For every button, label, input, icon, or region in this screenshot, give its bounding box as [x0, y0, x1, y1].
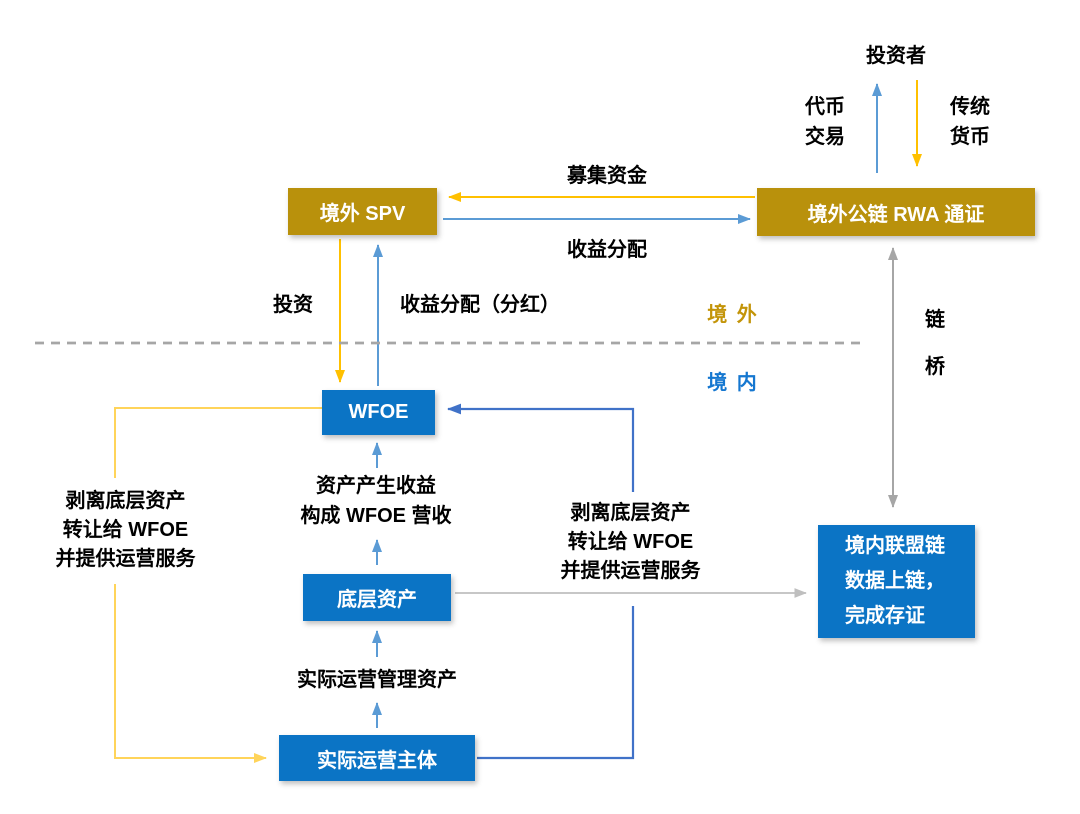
node-consortium-chain: 境内联盟链 数据上链， 完成存证	[818, 525, 975, 638]
label-line: 货币	[950, 126, 990, 148]
consortium-chain-line: 境内联盟链	[845, 535, 945, 557]
label-token-trade: 代币 交易	[798, 92, 852, 152]
label-line: 并提供运营服务	[560, 560, 701, 582]
label-line: 桥	[925, 356, 945, 378]
node-offshore-rwa-token: 境外公链 RWA 通证	[757, 188, 1035, 236]
label-dividend: 收益分配（分红）	[400, 294, 560, 316]
label-line: 链	[925, 309, 945, 331]
arrow-carve-out-left-bottom	[114, 584, 267, 763]
label-asset-income: 资产产生收益 构成 WFOE 营收	[286, 471, 466, 531]
label-line: 转让给 WFOE	[62, 519, 189, 541]
node-investor: 投资者	[866, 45, 926, 67]
node-operator: 实际运营主体	[279, 735, 475, 781]
label-line: 资产产生收益	[316, 475, 436, 497]
label-carve-out-right: 剥离底层资产 转让给 WFOE 并提供运营服务	[543, 499, 718, 586]
label-manage-asset: 实际运营管理资产	[297, 669, 457, 691]
consortium-chain-line: 完成存证	[845, 605, 925, 627]
label-chain-bridge: 链 桥	[918, 297, 952, 391]
label-invest: 投资	[273, 294, 313, 316]
label-raise-funds: 募集资金	[567, 165, 647, 187]
node-wfoe: WFOE	[322, 390, 435, 435]
arrow-carve-out-left-top	[114, 407, 322, 478]
arrow-carve-out-right-top	[446, 403, 635, 492]
label-line: 交易	[805, 126, 845, 148]
consortium-chain-line: 数据上链，	[845, 570, 945, 592]
arrow-carve-out-right-bottom	[477, 606, 635, 760]
node-offshore-spv: 境外 SPV	[288, 188, 437, 235]
label-line: 剥离底层资产	[65, 490, 186, 512]
label-line: 传统	[950, 96, 990, 118]
label-line: 代币	[805, 96, 845, 118]
label-line: 并提供运营服务	[55, 548, 196, 570]
label-fiat-currency: 传统 货币	[943, 92, 997, 152]
label-line: 转让给 WFOE	[567, 531, 694, 553]
label-region-offshore: 境 外	[707, 304, 759, 326]
label-income-distribution: 收益分配	[567, 239, 647, 261]
label-line: 构成 WFOE 营收	[300, 505, 452, 527]
label-region-onshore: 境 内	[707, 372, 759, 394]
label-line: 剥离底层资产	[570, 502, 691, 524]
label-carve-out-left: 剥离底层资产 转让给 WFOE 并提供运营服务	[38, 487, 213, 574]
node-underlying-asset: 底层资产	[303, 574, 451, 621]
